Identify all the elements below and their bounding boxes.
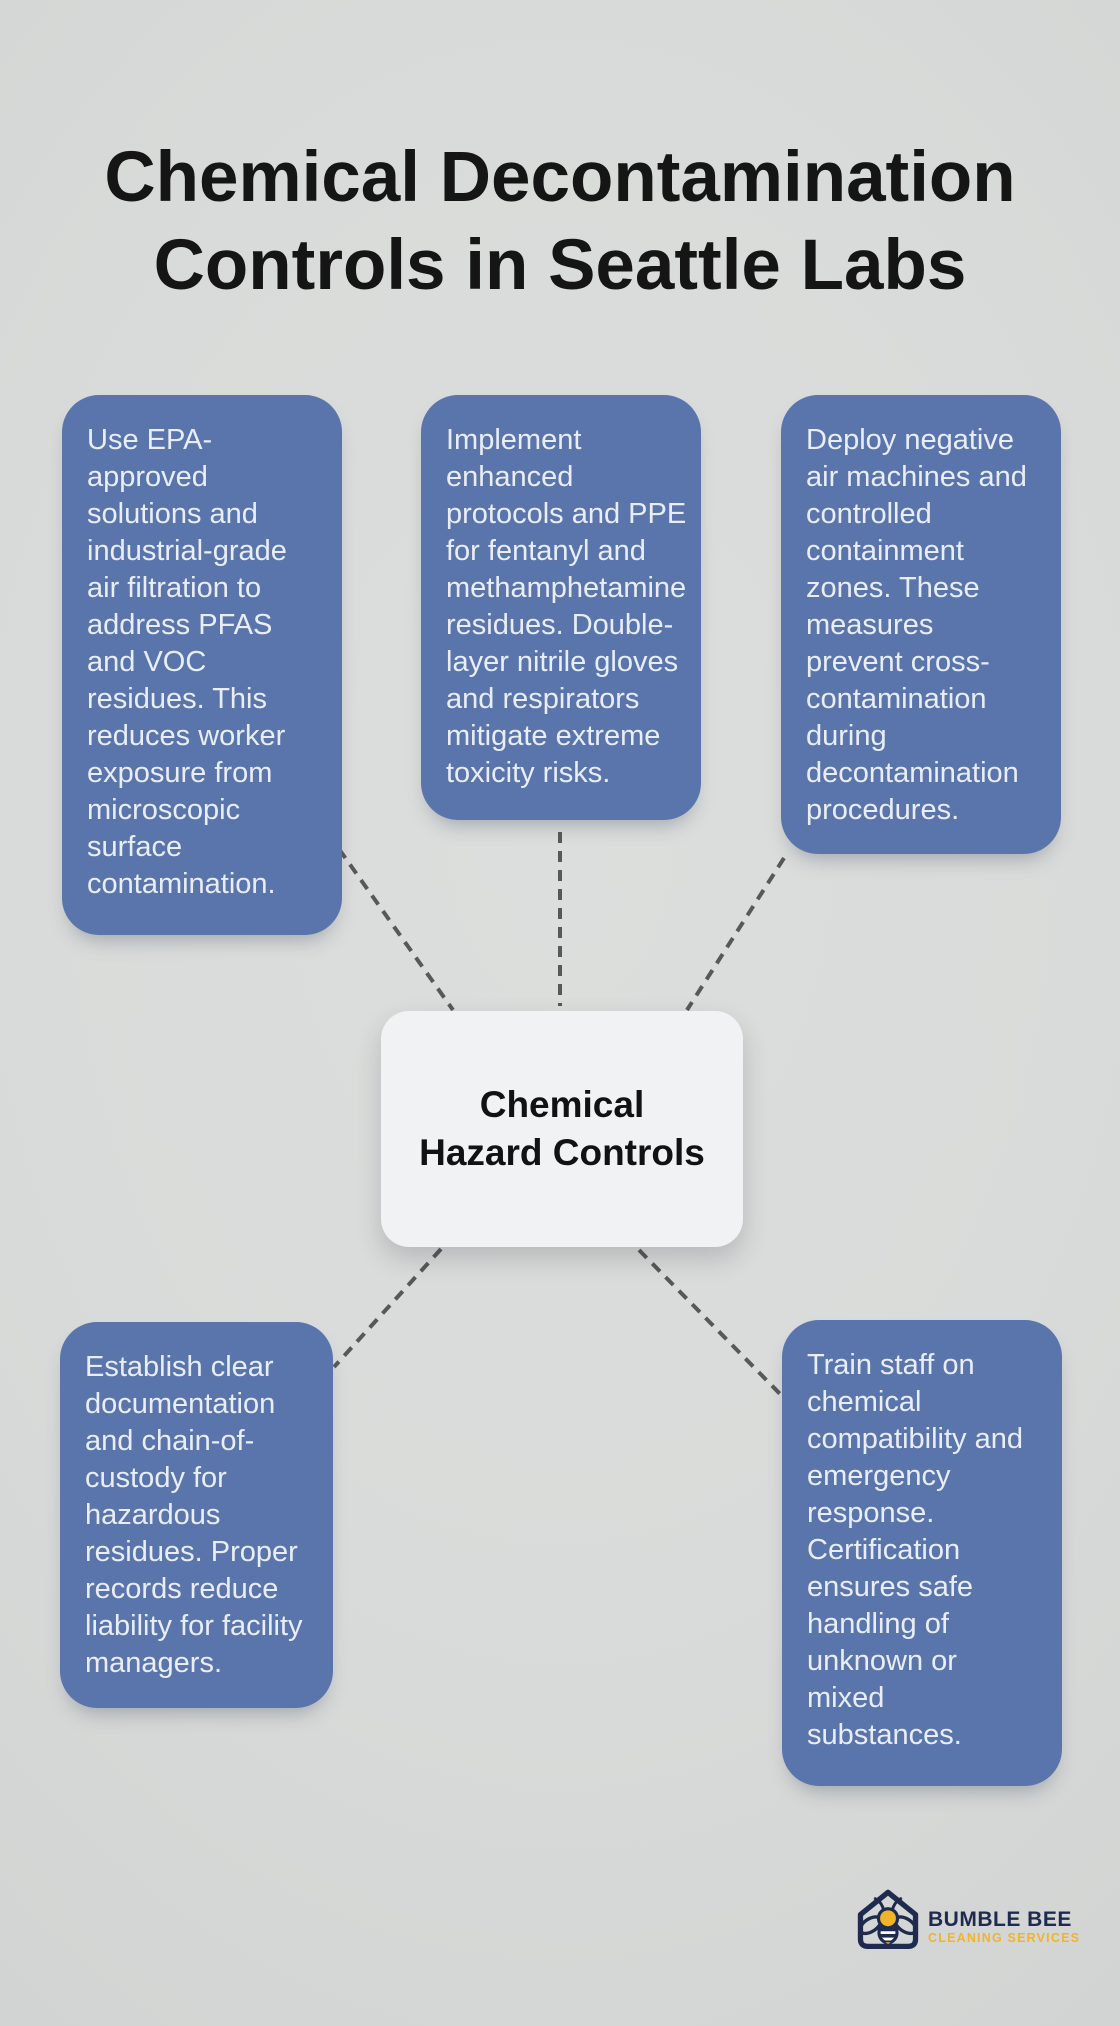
center-node-line-1: Chemical — [479, 1084, 645, 1125]
logo-text: BUMBLE BEE CLEANING SERVICES — [928, 1908, 1081, 1946]
company-logo: BUMBLE BEE CLEANING SERVICES — [852, 1886, 1080, 1958]
connector-bottom-right — [637, 1248, 787, 1401]
node-top-left: Use EPA-approved solutions and industria… — [62, 395, 342, 935]
node-bottom-right: Train staff on chemical compatibility an… — [782, 1320, 1062, 1786]
node-bottom-right-text: Train staff on chemical compatibility an… — [807, 1349, 1023, 1751]
connector-top-right — [685, 856, 786, 1012]
connector-bottom-left — [332, 1247, 443, 1369]
page-title: Chemical Decontamination Controls in Sea… — [0, 134, 1120, 310]
center-node-line-2: Hazard Controls — [419, 1132, 705, 1173]
node-bottom-left: Establish clear documentation and chain-… — [60, 1322, 333, 1708]
node-bottom-left-text: Establish clear documentation and chain-… — [85, 1351, 303, 1679]
node-top-right: Deploy negative air machines and control… — [781, 395, 1061, 854]
bee-house-icon — [857, 1889, 919, 1949]
page-title-line-1: Chemical Decontamination — [104, 137, 1016, 217]
page-title-line-2: Controls in Seattle Labs — [153, 225, 967, 305]
node-top-right-text: Deploy negative air machines and control… — [806, 424, 1027, 826]
node-top-center: Implement enhanced protocols and PPE for… — [421, 395, 701, 820]
logo-name: BUMBLE BEE — [928, 1908, 1072, 1931]
logo-tagline: CLEANING SERVICES — [928, 1931, 1081, 1945]
node-top-left-text: Use EPA-approved solutions and industria… — [87, 424, 287, 900]
center-node-label: Chemical Hazard Controls — [419, 1081, 705, 1177]
node-top-center-text: Implement enhanced protocols and PPE for… — [446, 424, 687, 789]
connector-top-left — [337, 847, 455, 1012]
center-node: Chemical Hazard Controls — [381, 1011, 743, 1247]
